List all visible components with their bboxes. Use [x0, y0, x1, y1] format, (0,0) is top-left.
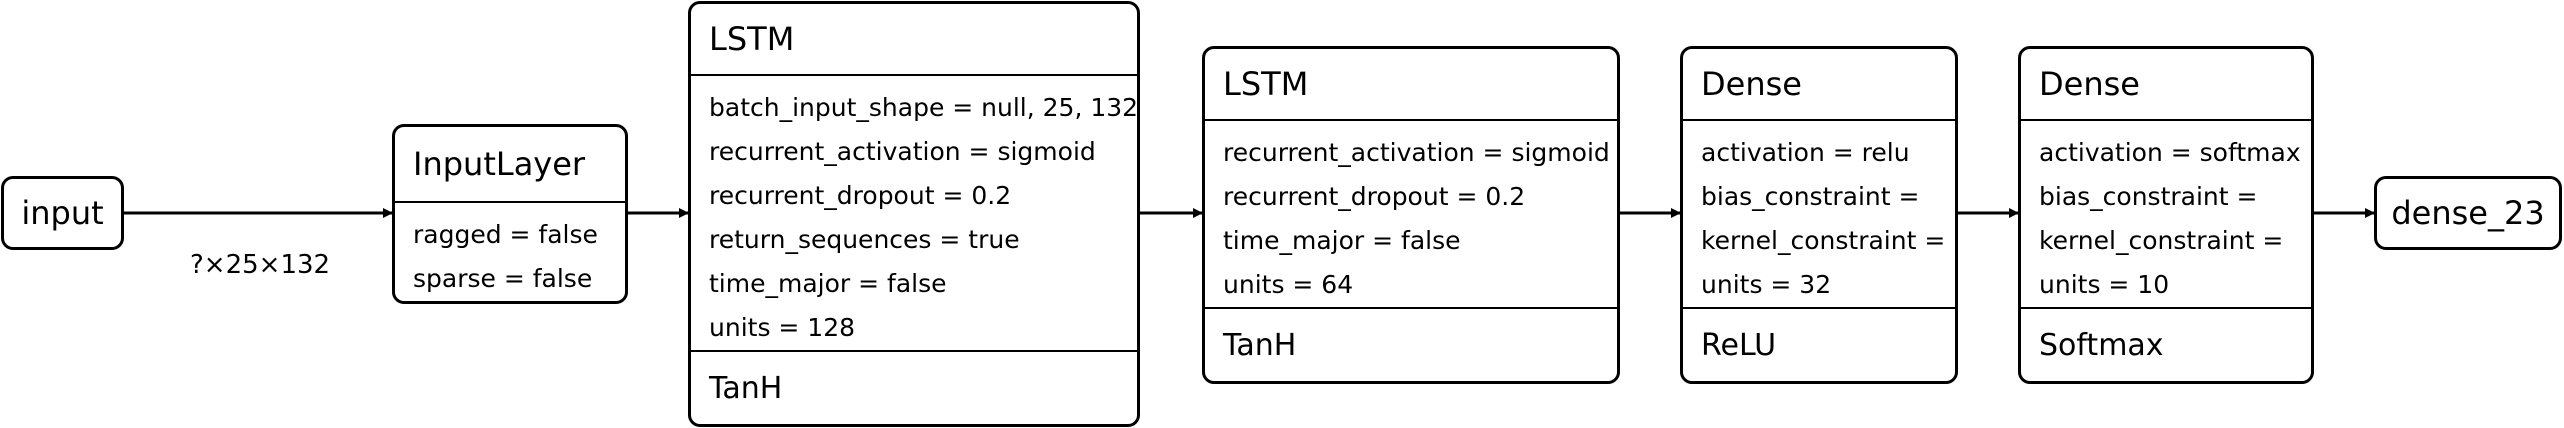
- dense1-activation: ReLU: [1683, 307, 1955, 381]
- lstm1-attr: batch_input_shape = null, 25, 132: [709, 93, 1139, 122]
- dense2-attributes: activation = softmax bias_constraint = k…: [2021, 121, 2311, 307]
- lstm1-activation: TanH: [691, 350, 1137, 424]
- inputlayer-attributes: ragged = false sparse = false: [395, 203, 625, 301]
- lstm2-attributes: recurrent_activation = sigmoid recurrent…: [1205, 121, 1617, 307]
- inputlayer-attr: ragged = false: [413, 220, 598, 249]
- inputlayer-attr: sparse = false: [413, 264, 593, 293]
- lstm2-activation: TanH: [1205, 307, 1617, 381]
- lstm1-attr: return_sequences = true: [709, 225, 1020, 254]
- output-node[interactable]: dense_23: [2374, 176, 2562, 250]
- dense1-title: Dense: [1683, 49, 1955, 121]
- dense1-attr: kernel_constraint =: [1701, 226, 1946, 255]
- lstm2-attr: time_major = false: [1223, 226, 1461, 255]
- lstm1-attr: recurrent_dropout = 0.2: [709, 181, 1012, 210]
- lstm2-attr: units = 64: [1223, 270, 1354, 299]
- lstm1-attr: units = 128: [709, 313, 856, 342]
- lstm2-title: LSTM: [1205, 49, 1617, 121]
- lstm1-node[interactable]: LSTM batch_input_shape = null, 25, 132 r…: [688, 1, 1140, 427]
- dense2-attr: bias_constraint =: [2039, 182, 2258, 211]
- lstm1-attributes: batch_input_shape = null, 25, 132 recurr…: [691, 76, 1137, 350]
- lstm2-attr: recurrent_activation = sigmoid: [1223, 138, 1610, 167]
- lstm2-attr: recurrent_dropout = 0.2: [1223, 182, 1526, 211]
- inputlayer-title: InputLayer: [395, 127, 625, 203]
- lstm2-node[interactable]: LSTM recurrent_activation = sigmoid recu…: [1202, 46, 1620, 384]
- inputlayer-node[interactable]: InputLayer ragged = false sparse = false: [392, 124, 628, 304]
- dense2-attr: units = 10: [2039, 270, 2170, 299]
- output-node-label: dense_23: [2391, 194, 2545, 232]
- dense2-activation: Softmax: [2021, 307, 2311, 381]
- dense1-node[interactable]: Dense activation = relu bias_constraint …: [1680, 46, 1958, 384]
- dense1-attr: bias_constraint =: [1701, 182, 1920, 211]
- input-shape-label: ?×25×132: [190, 250, 331, 280]
- dense2-title: Dense: [2021, 49, 2311, 121]
- input-node-label: input: [21, 194, 104, 232]
- dense2-node[interactable]: Dense activation = softmax bias_constrai…: [2018, 46, 2314, 384]
- lstm1-title: LSTM: [691, 4, 1137, 76]
- dense1-attr: units = 32: [1701, 270, 1832, 299]
- lstm1-attr: recurrent_activation = sigmoid: [709, 137, 1096, 166]
- input-node[interactable]: input: [1, 176, 124, 250]
- dense2-attr: activation = softmax: [2039, 138, 2301, 167]
- dense1-attr: activation = relu: [1701, 138, 1910, 167]
- lstm1-attr: time_major = false: [709, 269, 947, 298]
- dense1-attributes: activation = relu bias_constraint = kern…: [1683, 121, 1955, 307]
- dense2-attr: kernel_constraint =: [2039, 226, 2284, 255]
